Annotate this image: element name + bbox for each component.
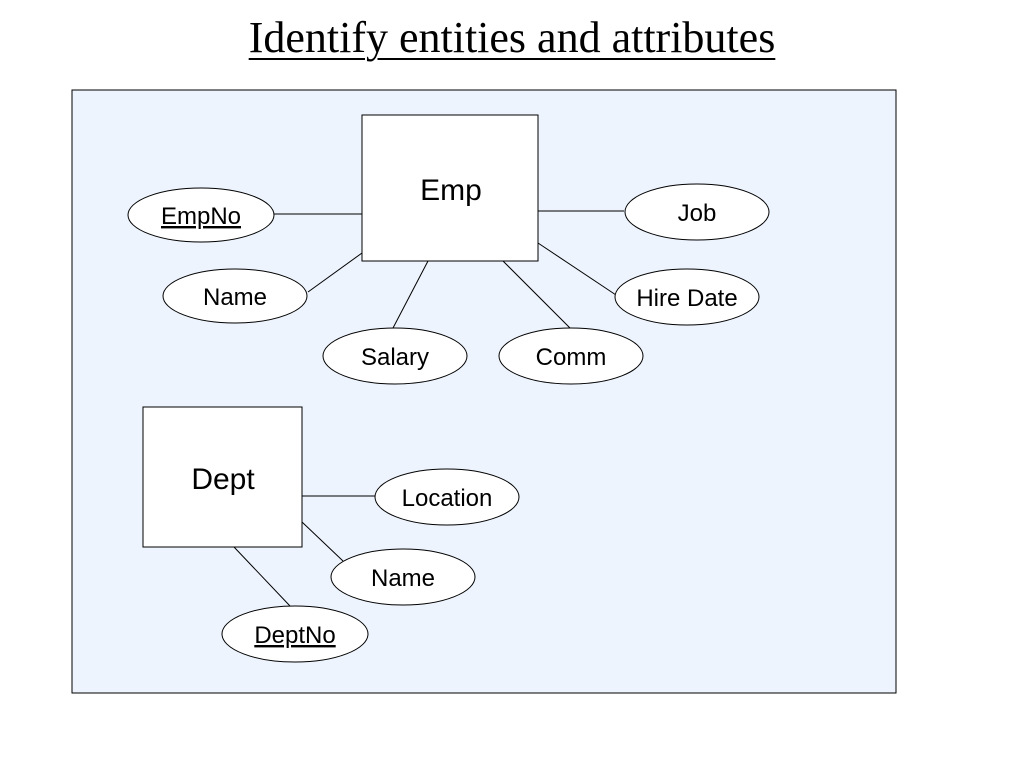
attribute-dept-name-label: Name bbox=[371, 565, 435, 592]
attribute-emp-name-label: Name bbox=[203, 284, 267, 311]
entity-emp-box bbox=[361, 114, 539, 262]
dept-connectors bbox=[233, 495, 375, 607]
attribute-empno: EmpNo bbox=[127, 187, 275, 243]
attribute-hiredate-ellipse bbox=[614, 268, 760, 326]
attribute-comm: Comm bbox=[498, 327, 644, 385]
attribute-salary-ellipse bbox=[322, 327, 468, 385]
connector-emp-comm bbox=[502, 260, 571, 329]
entity-dept: Dept bbox=[142, 406, 303, 548]
attribute-location: Location bbox=[374, 468, 520, 526]
slide-title: Identify entities and attributes bbox=[248, 13, 776, 62]
attribute-job: Job bbox=[624, 183, 770, 241]
attribute-deptno-ellipse bbox=[221, 605, 369, 663]
attribute-emp-name: Name bbox=[162, 268, 308, 324]
connector-dept-name bbox=[301, 521, 344, 562]
connector-emp-salary bbox=[392, 260, 429, 329]
connector-emp-hiredate bbox=[537, 242, 617, 296]
attribute-empno-ellipse bbox=[127, 187, 275, 243]
attribute-location-label: Location bbox=[402, 485, 493, 512]
emp-connectors bbox=[274, 210, 624, 329]
attribute-hiredate-label: Hire Date bbox=[636, 285, 737, 312]
connector-emp-name bbox=[307, 252, 363, 293]
attribute-hiredate: Hire Date bbox=[614, 268, 760, 326]
attribute-deptno-label: DeptNo bbox=[254, 622, 335, 649]
entity-emp: Emp bbox=[361, 114, 539, 262]
attribute-salary: Salary bbox=[322, 327, 468, 385]
entity-dept-box bbox=[142, 406, 303, 548]
connector-dept-deptno bbox=[233, 546, 291, 607]
attribute-job-label: Job bbox=[678, 200, 717, 227]
attribute-emp-name-ellipse bbox=[162, 268, 308, 324]
attribute-dept-name: Name bbox=[330, 548, 476, 606]
entity-dept-label: Dept bbox=[191, 463, 255, 496]
attribute-salary-label: Salary bbox=[361, 344, 429, 371]
entity-emp-label: Emp bbox=[420, 174, 482, 207]
attribute-job-ellipse bbox=[624, 183, 770, 241]
attribute-dept-name-ellipse bbox=[330, 548, 476, 606]
attribute-empno-label: EmpNo bbox=[161, 203, 241, 230]
attribute-comm-label: Comm bbox=[536, 344, 607, 371]
attribute-location-ellipse bbox=[374, 468, 520, 526]
attribute-deptno: DeptNo bbox=[221, 605, 369, 663]
attribute-comm-ellipse bbox=[498, 327, 644, 385]
